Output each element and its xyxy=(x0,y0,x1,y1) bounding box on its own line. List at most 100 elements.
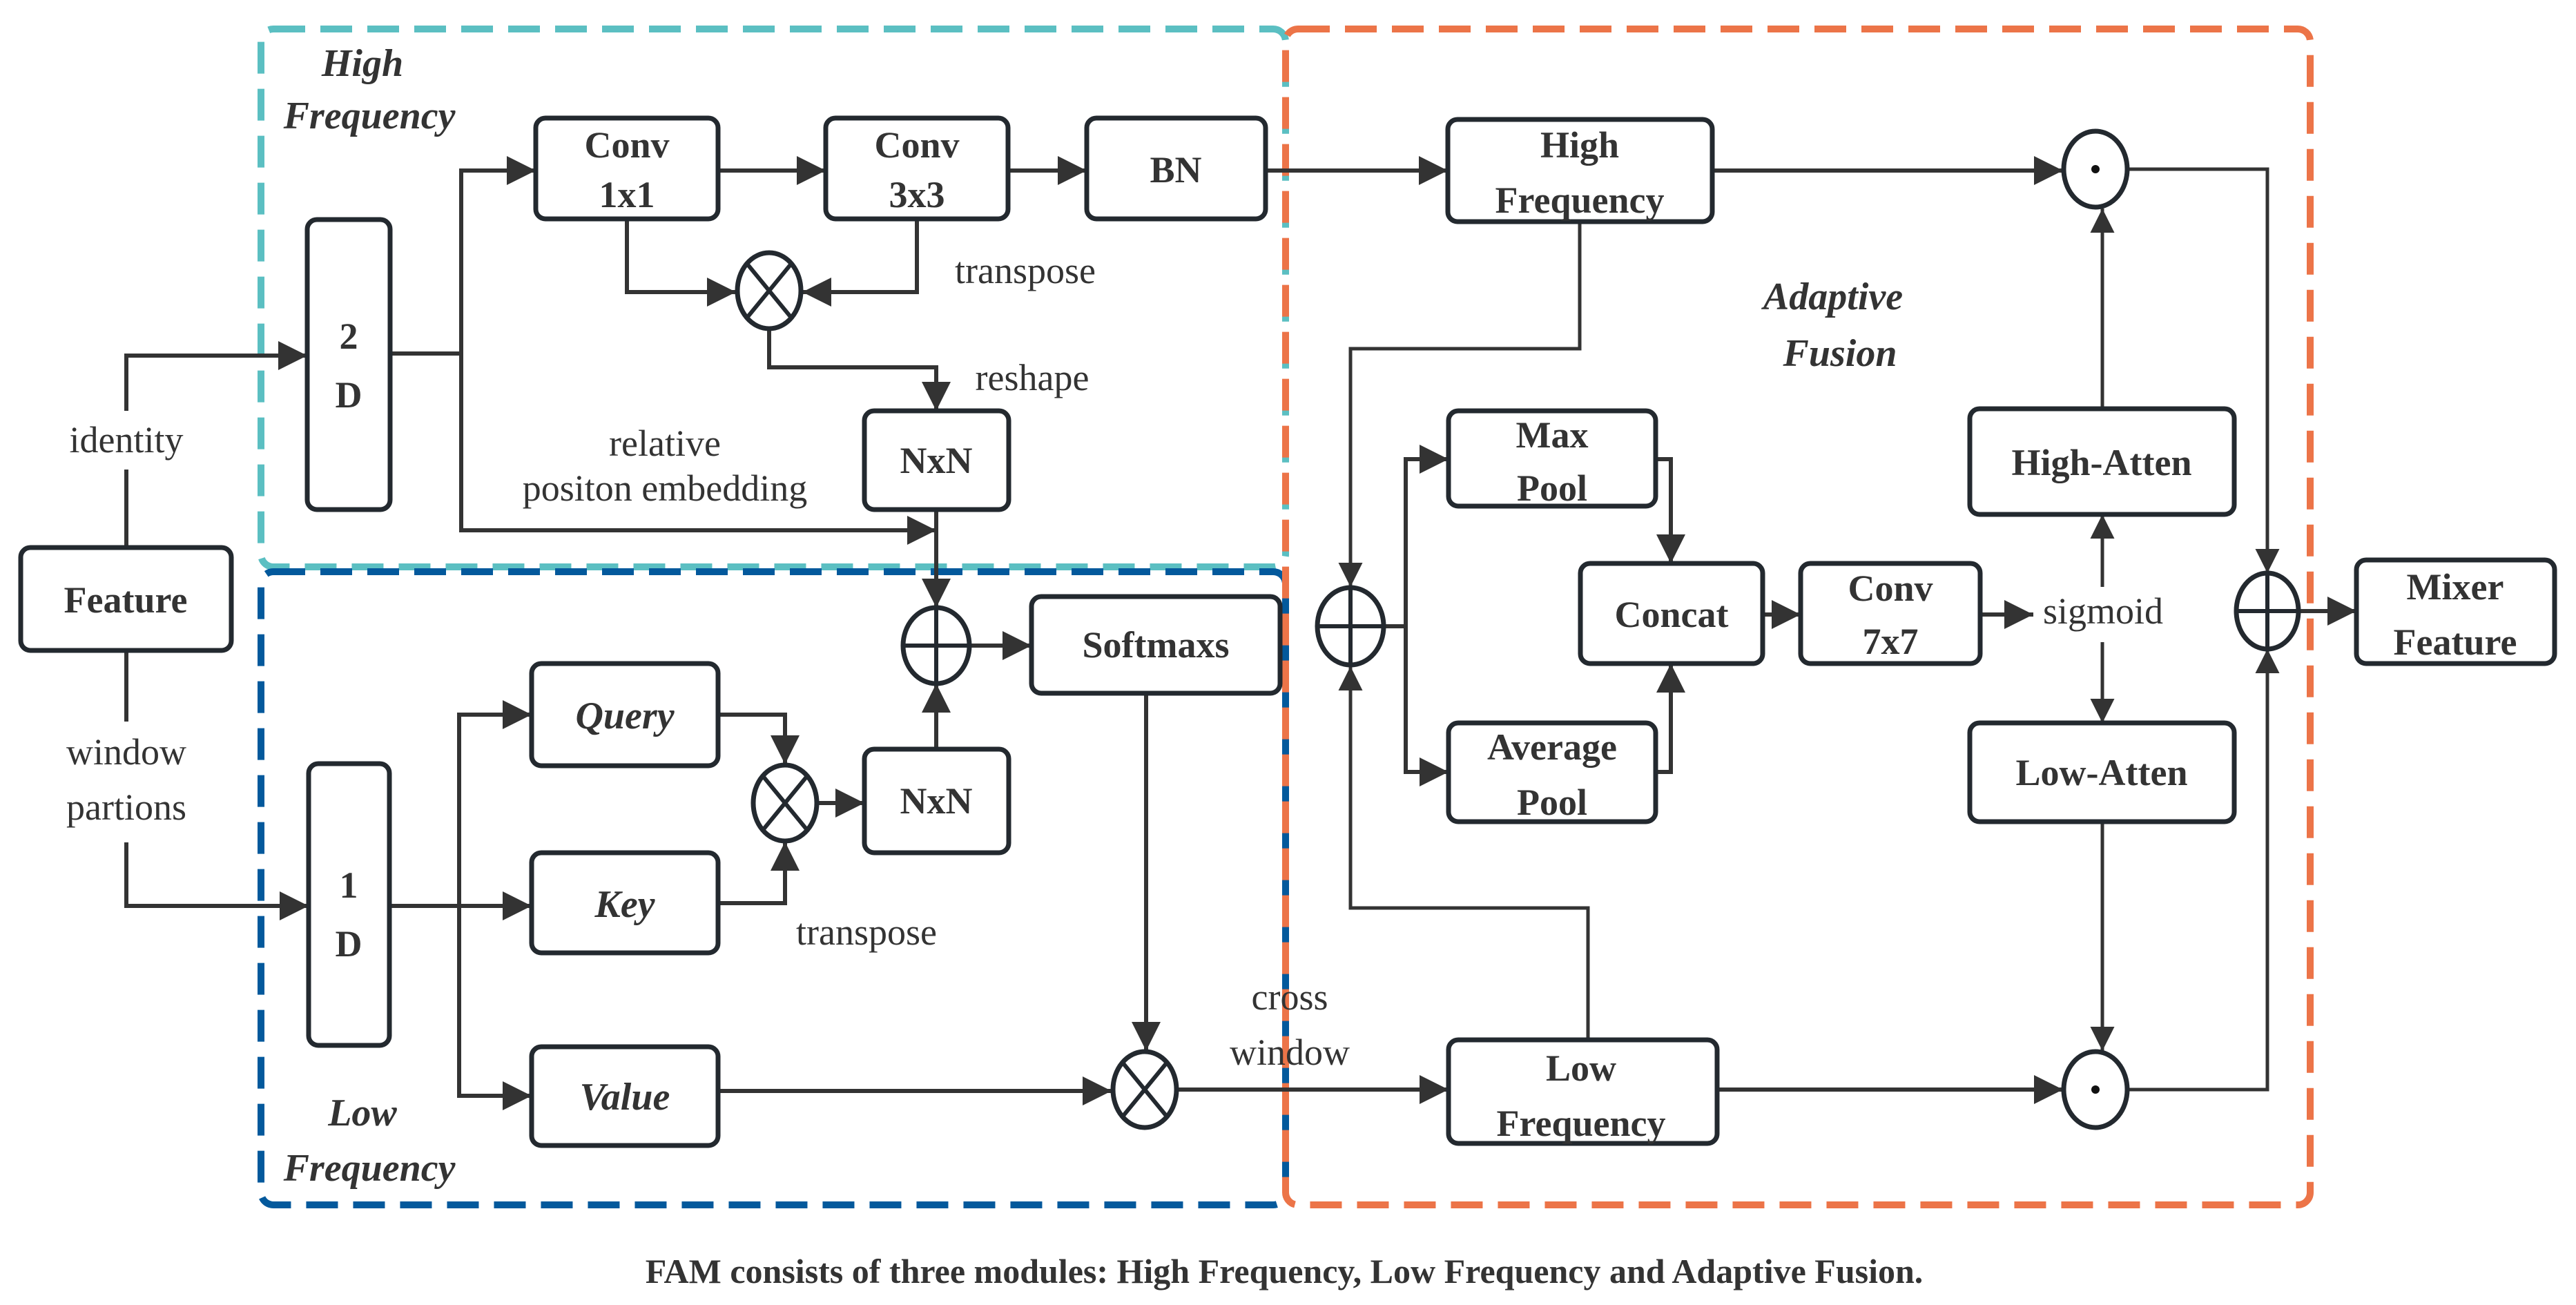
max-pool-label-1: Max xyxy=(1516,414,1589,456)
multiply-operator-value xyxy=(1110,1049,1179,1130)
average-pool-node: Average Pool xyxy=(1446,720,1658,824)
adaptive-fusion-region-label-1: Adaptive xyxy=(1761,276,1903,318)
nxn-low-node: NxN xyxy=(862,746,1011,856)
nxn-high-label: NxN xyxy=(900,440,973,481)
dot-icon xyxy=(2091,1085,2100,1094)
add-operator-fusion xyxy=(1315,585,1386,668)
one-d-label-2: D xyxy=(336,923,362,965)
edge-add-to-average-pool xyxy=(1404,626,1449,786)
low-frequency-label-2: Frequency xyxy=(1497,1103,1666,1144)
value-node: Value xyxy=(529,1044,721,1148)
high-frequency-region-label-1: High xyxy=(321,42,403,85)
hadamard-operator-low xyxy=(2061,1049,2130,1130)
low-atten-node: Low-Atten xyxy=(1967,720,2237,824)
conv7x7-node: Conv 7x7 xyxy=(1798,561,1983,666)
low-frequency-region-label-2: Frequency xyxy=(283,1147,456,1190)
edge-2d-to-conv1x1 xyxy=(459,156,536,354)
edge-window-to-1d xyxy=(124,842,309,920)
query-node: Query xyxy=(529,661,721,768)
max-pool-node: Max Pool xyxy=(1446,408,1658,509)
edge-average-pool-to-concat xyxy=(1656,664,1685,774)
edge-query-to-multiply xyxy=(718,713,800,764)
edge-identity-to-2d xyxy=(124,341,307,411)
cross-window-label-2: window xyxy=(1230,1032,1350,1073)
concat-node: Concat xyxy=(1578,561,1765,666)
conv3x3-node: Conv 3x3 xyxy=(823,115,1011,222)
edge-max-pool-to-concat xyxy=(1656,457,1685,563)
edge-1d-to-value xyxy=(457,906,532,1110)
query-label: Query xyxy=(575,695,675,737)
low-frequency-region-label-1: Low xyxy=(327,1092,397,1134)
edge-conv1x1-to-multiply xyxy=(625,219,736,307)
edge-hadamard-top-to-add-out xyxy=(2128,167,2280,573)
conv1x1-label-1: Conv xyxy=(584,124,669,166)
adaptive-fusion-region xyxy=(1282,26,2314,1208)
transpose-low-label: transpose xyxy=(796,911,937,953)
edge-high-frequency-to-add-fusion xyxy=(1338,222,1582,587)
adaptive-fusion-region-label-2: Fusion xyxy=(1783,332,1897,375)
max-pool-label-2: Pool xyxy=(1517,467,1587,509)
edge-conv3x3-to-multiply xyxy=(802,219,919,307)
feature-label: Feature xyxy=(64,579,188,621)
high-atten-label: High-Atten xyxy=(2012,442,2192,483)
low-frequency-label-1: Low xyxy=(1546,1047,1616,1089)
edge-hadamard-bottom-to-add-out xyxy=(2128,649,2280,1092)
window-partions-label-1: window xyxy=(66,731,186,773)
high-atten-node: High-Atten xyxy=(1967,406,2237,517)
edge-low-frequency-to-add-fusion xyxy=(1338,666,1590,1040)
add-operator-attention xyxy=(900,605,972,686)
high-frequency-node: High Frequency xyxy=(1445,117,1715,224)
multiply-operator-high xyxy=(735,250,804,331)
concat-label: Concat xyxy=(1615,594,1729,635)
edge-add-to-max-pool xyxy=(1404,445,1449,626)
multiply-operator-query-key xyxy=(750,762,820,844)
bn-label: BN xyxy=(1150,149,1201,191)
mixer-feature-label-1: Mixer xyxy=(2407,566,2504,608)
key-node: Key xyxy=(529,850,721,956)
conv7x7-label-2: 7x7 xyxy=(1863,621,1919,662)
cross-window-label-1: cross xyxy=(1252,976,1328,1018)
conv3x3-label-1: Conv xyxy=(874,124,959,166)
conv7x7-label-1: Conv xyxy=(1848,568,1933,609)
hadamard-operator-high xyxy=(2061,128,2130,210)
conv1x1-label-2: 1x1 xyxy=(599,174,655,215)
bn-node: BN xyxy=(1084,115,1268,222)
relative-position-label-1: relative xyxy=(609,423,721,464)
mixer-feature-label-2: Feature xyxy=(2394,621,2517,663)
figure-caption: FAM consists of three modules: High Freq… xyxy=(646,1252,1924,1290)
relative-position-label-2: positon embedding xyxy=(523,467,807,509)
low-frequency-region xyxy=(258,568,1289,1208)
low-atten-label: Low-Atten xyxy=(2016,752,2188,793)
nxn-low-label: NxN xyxy=(900,780,973,822)
mixer-feature-node: Mixer Feature xyxy=(2354,557,2557,666)
window-partions-label-2: partions xyxy=(66,786,186,828)
high-frequency-label-1: High xyxy=(1540,124,1619,166)
value-label: Value xyxy=(580,1076,670,1119)
edge-2d-position-embedding xyxy=(459,354,936,545)
dot-icon xyxy=(2091,165,2100,173)
feature-node: Feature xyxy=(18,545,234,653)
identity-label: identity xyxy=(70,419,184,461)
average-pool-label-2: Pool xyxy=(1517,782,1587,823)
edge-multiply-to-nxn-high xyxy=(767,329,951,411)
softmaxs-node: Softmaxs xyxy=(1029,594,1283,696)
transpose-high-label: transpose xyxy=(955,250,1096,291)
edge-key-to-multiply xyxy=(718,842,800,905)
conv1x1-node: Conv 1x1 xyxy=(533,115,721,222)
two-d-node: 2 D xyxy=(304,217,393,512)
one-d-node: 1 D xyxy=(306,761,392,1048)
sigmoid-label: sigmoid xyxy=(2043,590,2163,632)
reshape-label: reshape xyxy=(976,357,1090,398)
high-frequency-label-2: Frequency xyxy=(1495,180,1665,221)
edge-1d-to-query xyxy=(457,700,532,906)
two-d-label-2: D xyxy=(336,374,362,416)
average-pool-label-1: Average xyxy=(1487,726,1617,768)
softmaxs-label: Softmaxs xyxy=(1083,624,1230,666)
two-d-label-1: 2 xyxy=(340,316,358,357)
low-frequency-node: Low Frequency xyxy=(1446,1037,1720,1146)
nxn-high-node: NxN xyxy=(862,408,1011,512)
add-operator-output xyxy=(2234,570,2301,652)
one-d-label-1: 1 xyxy=(340,864,358,906)
conv3x3-label-2: 3x3 xyxy=(889,174,945,215)
